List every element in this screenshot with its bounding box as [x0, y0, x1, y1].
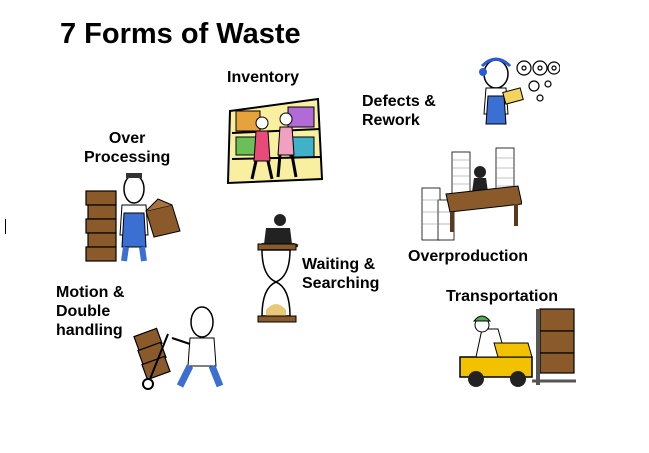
label-transportation: Transportation: [446, 287, 558, 306]
label-waiting-searching: Waiting & Searching: [302, 255, 379, 293]
label-line: Rework: [362, 112, 420, 129]
label-overproduction: Overproduction: [408, 247, 528, 266]
defects-rework-clipart: [476, 52, 560, 134]
label-line: Defects &: [362, 93, 436, 110]
label-line: Motion &: [56, 284, 125, 301]
label-line: handling: [56, 322, 123, 339]
overproduction-clipart: [418, 146, 522, 246]
label-defects-rework: Defects & Rework: [362, 92, 436, 130]
label-line: Inventory: [227, 69, 300, 86]
label-line: Searching: [302, 275, 380, 292]
label-line: Processing: [84, 149, 171, 166]
text-cursor: [5, 219, 6, 234]
label-motion-double-handling: Motion & Double handling: [56, 283, 124, 340]
label-inventory: Inventory: [227, 68, 299, 87]
label-line: Overproduction: [408, 248, 529, 265]
transportation-forklift-clipart: [458, 307, 582, 391]
label-line: Waiting &: [302, 256, 376, 273]
motion-handling-clipart: [128, 304, 224, 392]
waiting-hourglass-clipart: [250, 212, 302, 324]
label-over-processing: Over Processing: [84, 129, 170, 167]
label-line: Transportation: [446, 288, 559, 305]
label-line: Over: [108, 130, 146, 147]
over-processing-clipart: [84, 171, 184, 263]
diagram-title: 7 Forms of Waste: [60, 18, 301, 50]
inventory-clipart: [222, 93, 326, 185]
label-line: Double: [56, 303, 111, 320]
